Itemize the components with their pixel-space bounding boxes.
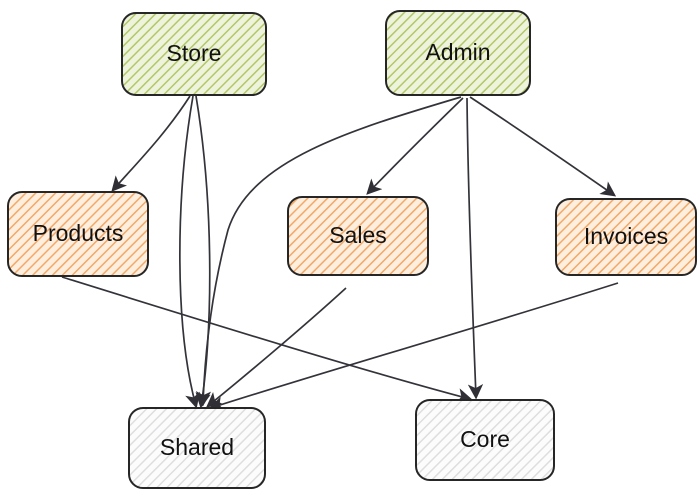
node-shared[interactable]: Shared bbox=[128, 407, 266, 489]
node-sales[interactable]: Sales bbox=[287, 196, 429, 276]
node-invoices[interactable]: Invoices bbox=[555, 198, 697, 276]
edge-store-shared-b bbox=[195, 95, 211, 409]
node-admin[interactable]: Admin bbox=[385, 10, 531, 96]
edge-layer bbox=[61, 95, 619, 412]
edge-products-core bbox=[61, 276, 473, 404]
node-box-core[interactable] bbox=[415, 399, 555, 481]
edge-store-shared-a bbox=[179, 95, 200, 409]
node-box-sales[interactable] bbox=[287, 196, 429, 276]
node-box-store[interactable] bbox=[121, 12, 267, 96]
edge-admin-invoices bbox=[469, 96, 617, 197]
edge-admin-products bbox=[195, 96, 462, 407]
node-products[interactable]: Products bbox=[7, 191, 149, 277]
edge-sales-shared bbox=[206, 287, 347, 408]
edge-store-products bbox=[111, 95, 191, 192]
node-box-invoices[interactable] bbox=[555, 198, 697, 276]
node-store[interactable]: Store bbox=[121, 12, 267, 96]
node-box-products[interactable] bbox=[7, 191, 149, 277]
edge-admin-sales bbox=[366, 97, 464, 195]
node-core[interactable]: Core bbox=[415, 399, 555, 481]
edge-admin-core bbox=[466, 97, 484, 400]
edge-invoices-shared bbox=[208, 282, 619, 412]
node-box-admin[interactable] bbox=[385, 10, 531, 96]
node-box-shared[interactable] bbox=[128, 407, 266, 489]
